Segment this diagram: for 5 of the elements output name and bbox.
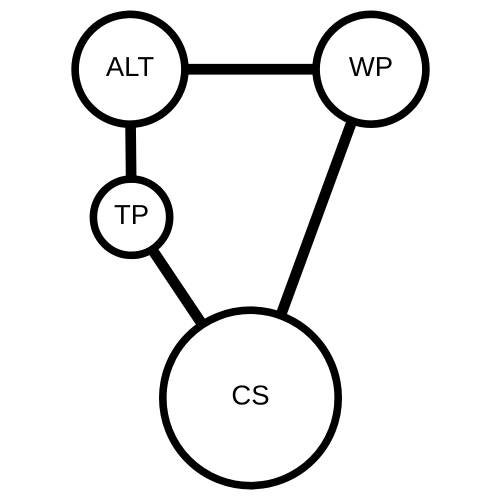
node-circle: TP: [89, 175, 173, 260]
node-circle: WP: [312, 10, 430, 128]
node-circle: ALT: [70, 10, 188, 128]
connector: [147, 246, 206, 328]
node-circle: CS: [158, 306, 342, 490]
